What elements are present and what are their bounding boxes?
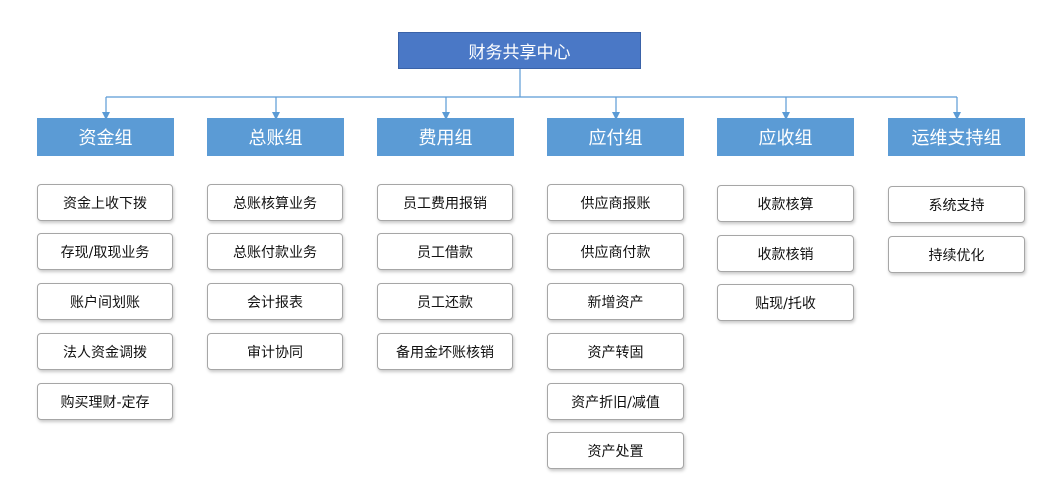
group-1-item-1: 资金上收下拨 [37, 184, 173, 221]
group-header-3: 费用组 [377, 118, 514, 156]
group-1-item-3: 账户间划账 [37, 283, 173, 320]
group-3-item-2: 员工借款 [377, 233, 513, 270]
group-2-item-1: 总账核算业务 [207, 184, 343, 221]
group-2-item-4: 审计协同 [207, 333, 343, 370]
group-3-item-4: 备用金坏账核销 [377, 333, 513, 370]
group-1-item-5: 购买理财-定存 [37, 383, 173, 420]
group-4-item-6: 资产处置 [547, 432, 684, 469]
group-6-item-2: 持续优化 [888, 236, 1025, 273]
group-3-item-3: 员工还款 [377, 283, 513, 320]
group-header-5: 应收组 [717, 118, 854, 156]
group-1-item-4: 法人资金调拨 [37, 333, 173, 370]
group-header-4: 应付组 [547, 118, 684, 156]
group-4-item-4: 资产转固 [547, 333, 684, 370]
group-2-item-3: 会计报表 [207, 283, 343, 320]
group-5-item-2: 收款核销 [717, 235, 854, 272]
group-4-item-3: 新增资产 [547, 283, 684, 320]
group-1-item-2: 存现/取现业务 [37, 233, 173, 270]
group-5-item-3: 贴现/托收 [717, 284, 854, 321]
group-2-item-2: 总账付款业务 [207, 233, 343, 270]
group-4-item-1: 供应商报账 [547, 184, 684, 221]
group-4-item-2: 供应商付款 [547, 233, 684, 270]
group-header-6: 运维支持组 [888, 118, 1025, 156]
group-6-item-1: 系统支持 [888, 186, 1025, 223]
group-3-item-1: 员工费用报销 [377, 184, 513, 221]
group-5-item-1: 收款核算 [717, 185, 854, 222]
root-node: 财务共享中心 [398, 32, 641, 69]
group-4-item-5: 资产折旧/减值 [547, 383, 684, 420]
group-header-2: 总账组 [207, 118, 344, 156]
group-header-1: 资金组 [37, 118, 174, 156]
